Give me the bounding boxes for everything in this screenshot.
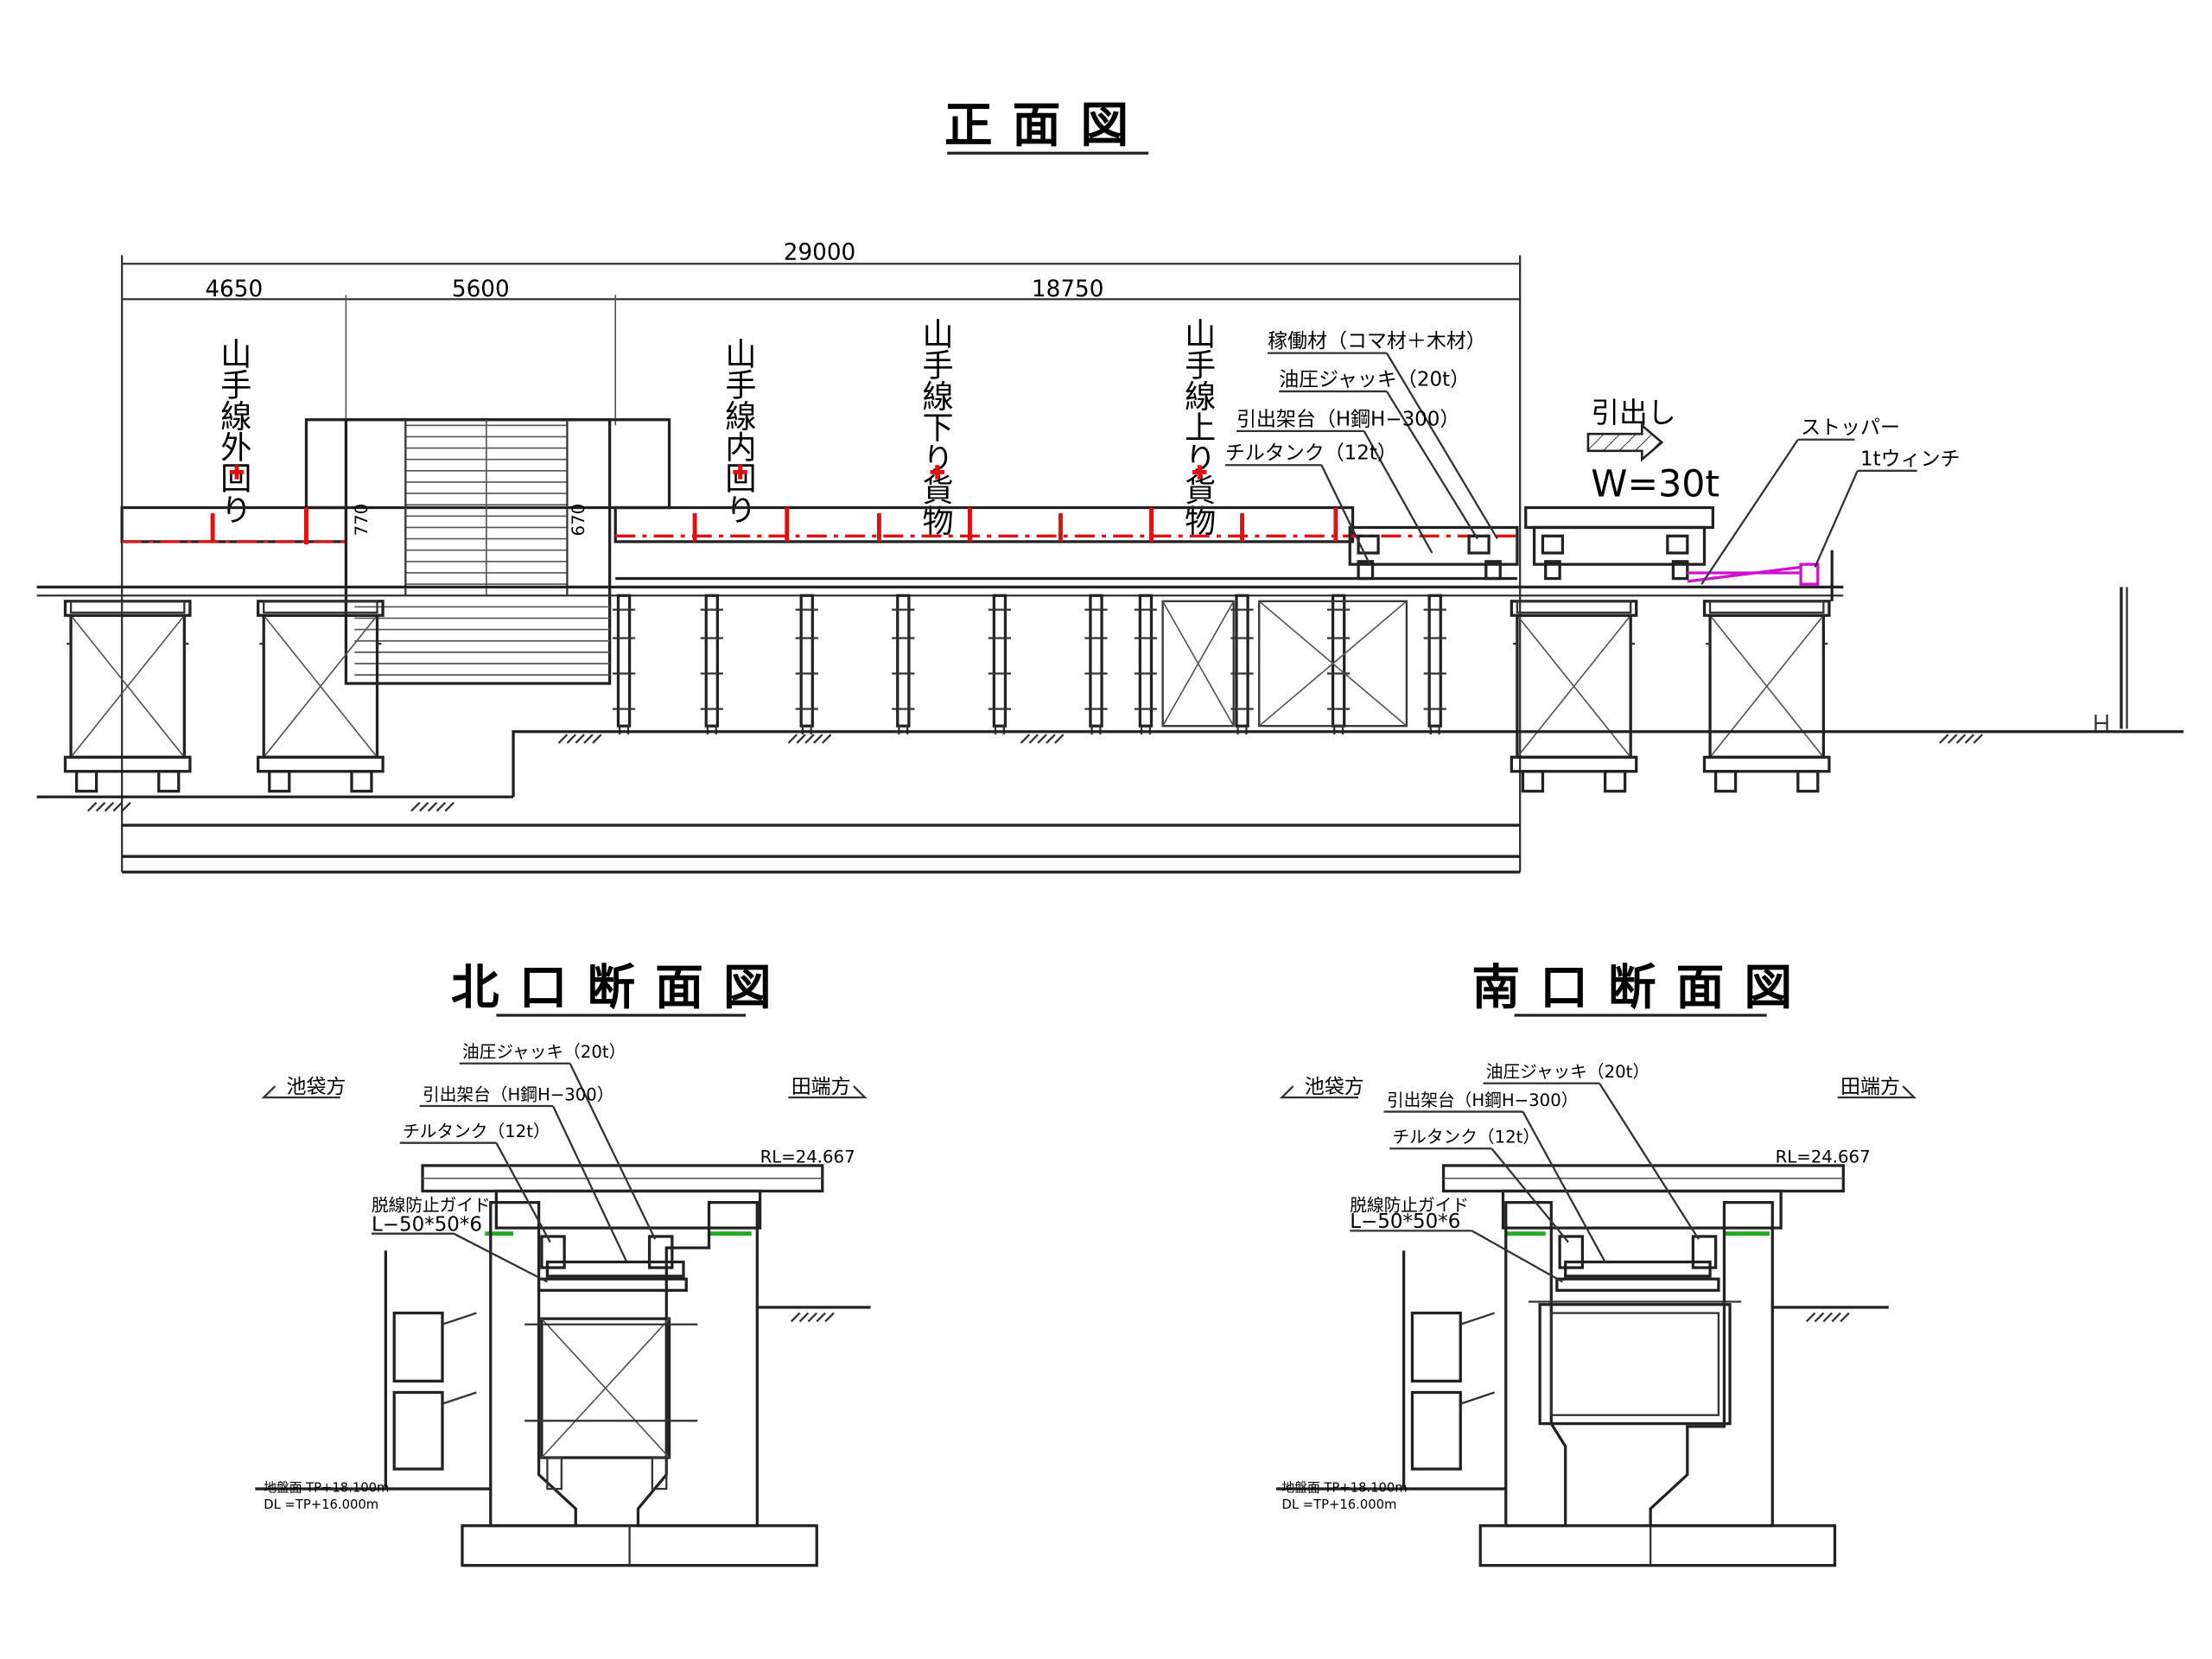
callout-winch: 1tウィンチ xyxy=(1860,448,1961,470)
north-callout-guide: 脱線防止ガイド xyxy=(372,1195,491,1215)
south-callout-jack: 油圧ジャッキ（20t） xyxy=(1486,1062,1649,1082)
north-callout-angle: L−50*50*6 xyxy=(372,1213,482,1236)
pull-label: 引出し xyxy=(1591,397,1675,429)
front-view: 正面図 29000 4650 5600 18750 山手線外回り 山手線内回り … xyxy=(36,98,2184,874)
dim-5600: 5600 xyxy=(452,276,510,302)
south-right-direction: 田端方 xyxy=(1840,1076,1900,1098)
north-right-direction: 田端方 xyxy=(791,1076,851,1098)
front-view-title: 正面図 xyxy=(944,98,1148,154)
south-left-direction: 池袋方 xyxy=(1305,1076,1364,1098)
south-callout-tank: チルタンク（12t） xyxy=(1392,1128,1540,1147)
dim-770: 770 xyxy=(352,504,372,537)
north-dl-level: DL =TP+16.000m xyxy=(264,1497,378,1512)
south-section: 南口断面図 池袋方 田端方 RL=24.667 xyxy=(1275,960,1917,1567)
north-section-title: 北口断面図 xyxy=(451,960,791,1016)
south-rl: RL=24.667 xyxy=(1776,1147,1871,1167)
south-callout-angle: L−50*50*6 xyxy=(1350,1211,1460,1233)
dim-total: 29000 xyxy=(784,239,856,265)
south-callout-frame: 引出架台（H鋼H−300） xyxy=(1387,1090,1579,1110)
track-label-down-freight: 山手線下り貨物 xyxy=(918,318,955,537)
callout-chill-tank: チルタンク（12t） xyxy=(1225,442,1397,465)
track-label-up-freight: 山手線上り貨物 xyxy=(1179,318,1217,537)
callout-pull-frame: 引出架台（H鋼H−300） xyxy=(1236,408,1459,430)
dim-4650: 4650 xyxy=(205,276,263,302)
dim-18750: 18750 xyxy=(1032,276,1104,302)
callout-support-material: 稼働材（コマ材＋木材） xyxy=(1268,330,1486,353)
south-section-title: 南口断面図 xyxy=(1471,960,1812,1016)
south-callout-guide: 脱線防止ガイド xyxy=(1350,1195,1469,1215)
callout-stopper: ストッパー xyxy=(1801,416,1900,439)
south-ground-level: 地盤面 TP+18.100m xyxy=(1281,1480,1407,1495)
track-label-inner: 山手線内回り xyxy=(720,338,757,525)
pull-direction-arrow-icon xyxy=(1586,423,1664,462)
north-callout-jack: 油圧ジャッキ（20t） xyxy=(462,1042,626,1062)
weight-label: W=30t xyxy=(1591,462,1719,505)
north-callout-tank: チルタンク（12t） xyxy=(403,1122,550,1141)
track-label-outer: 山手線外回り xyxy=(215,338,252,525)
callout-hydraulic-jack: 油圧ジャッキ（20t） xyxy=(1279,368,1470,391)
south-dl-level: DL =TP+16.000m xyxy=(1281,1497,1396,1512)
north-callout-frame: 引出架台（H鋼H−300） xyxy=(423,1084,614,1104)
dim-670: 670 xyxy=(569,504,588,537)
north-rl: RL=24.667 xyxy=(760,1147,855,1167)
north-ground-level: 地盤面 TP+18.100m xyxy=(264,1480,389,1495)
north-section: 北口断面図 池袋方 田端方 RL=24.667 xyxy=(255,960,871,1567)
north-left-direction: 池袋方 xyxy=(286,1076,346,1098)
